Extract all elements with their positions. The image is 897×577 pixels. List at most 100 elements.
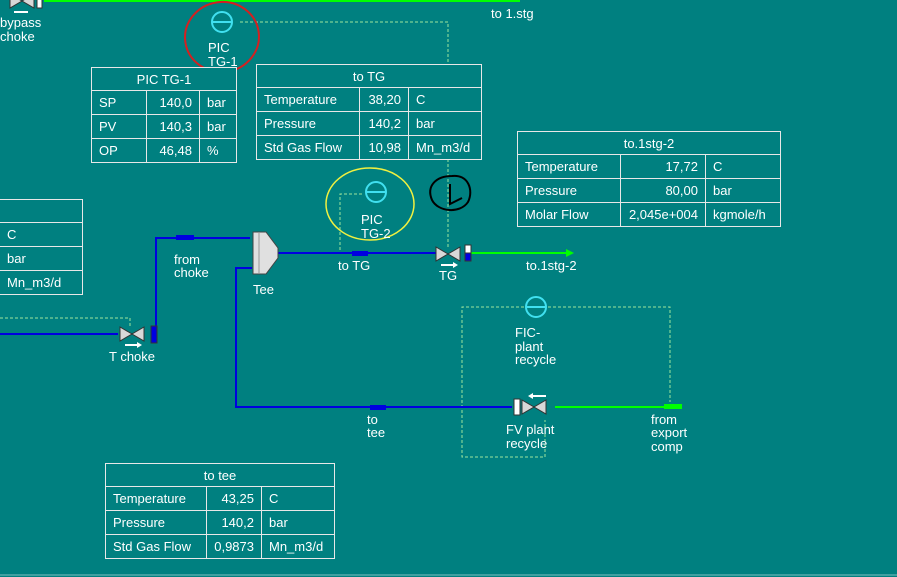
table-row[interactable]: Std Gas Flow 10,98 Mn_m3/d <box>256 135 482 160</box>
to-1stg-label: to 1.stg <box>491 6 534 21</box>
row-value: 10,98 <box>359 135 409 160</box>
pic-tg1-table[interactable]: PIC TG-1 SP 140,0 bar PV 140,3 bar OP 46… <box>91 67 237 163</box>
bypass-choke-label-2: choke <box>0 29 35 44</box>
row-unit: bar <box>408 111 482 136</box>
from-choke-label-2: choke <box>174 265 209 280</box>
row-name: Pressure <box>105 510 207 535</box>
row-value: 80,00 <box>620 178 706 203</box>
to-tee-table[interactable]: to tee Temperature 43,25 C Pressure 140,… <box>105 463 335 559</box>
signal-pic-tg1 <box>240 21 449 248</box>
table-row[interactable]: Mn_m3/d <box>0 270 83 295</box>
table-row[interactable]: Std Gas Flow 0,9873 Mn_m3/d <box>105 534 335 559</box>
table-row[interactable]: Pressure 80,00 bar <box>517 178 781 203</box>
to-1stg2-stream-label: to.1stg-2 <box>526 258 577 273</box>
fic-label-1: FIC- <box>515 325 541 340</box>
from-export-label-1: from <box>651 412 677 427</box>
row-value: 46,48 <box>146 138 200 163</box>
row-value: 140,3 <box>146 114 200 139</box>
from-choke-label-1: from <box>174 252 200 267</box>
row-value: 17,72 <box>620 154 706 179</box>
stream-to-tee[interactable] <box>235 267 512 408</box>
fv-plant-recycle-valve-icon[interactable] <box>513 393 547 416</box>
signal-fic-loop-left <box>461 306 546 458</box>
row-unit: C <box>261 486 335 511</box>
row-name: SP <box>91 90 147 115</box>
row-unit: bar <box>261 510 335 535</box>
to-1stg2-table-title: to.1stg-2 <box>517 131 781 155</box>
row-value: 140,2 <box>359 111 409 136</box>
fic-plant-recycle-controller-icon[interactable] <box>525 296 547 318</box>
row-name: Molar Flow <box>517 202 621 227</box>
pic-tg1-label-1: PIC <box>208 40 230 55</box>
row-unit: bar <box>0 246 83 271</box>
to-tg-table[interactable]: to TG Temperature 38,20 C Pressure 140,2… <box>256 64 482 160</box>
table-row[interactable]: Molar Flow 2,045e+004 kgmole/h <box>517 202 781 227</box>
row-value: 38,20 <box>359 87 409 112</box>
t-choke-valve-icon[interactable] <box>119 325 158 348</box>
tg-valve-label: TG <box>439 268 458 283</box>
fv-label-1: FV plant <box>506 422 555 437</box>
table-row[interactable]: Pressure 140,2 bar <box>256 111 482 136</box>
bypass-choke-valve-icon[interactable] <box>9 0 43 13</box>
partial-stream-table[interactable]: C bar Mn_m3/d <box>0 199 83 295</box>
pic-tg1-controller-icon[interactable] <box>211 11 233 33</box>
pic-tg1-label-2: TG-1 <box>208 54 238 69</box>
to-tee-label-2: tee <box>367 425 386 440</box>
row-value: 2,045e+004 <box>620 202 706 227</box>
pic-tg1-table-title: PIC TG-1 <box>91 67 237 91</box>
row-name: Pressure <box>517 178 621 203</box>
row-name: Temperature <box>256 87 360 112</box>
row-value: 43,25 <box>206 486 262 511</box>
to-tee-table-title: to tee <box>105 463 335 487</box>
row-name: Temperature <box>105 486 207 511</box>
row-unit: bar <box>705 178 781 203</box>
table-row[interactable]: Pressure 140,2 bar <box>105 510 335 535</box>
table-row[interactable]: Temperature 43,25 C <box>105 486 335 511</box>
t-choke-label: T choke <box>109 349 156 364</box>
row-unit: C <box>705 154 781 179</box>
fic-label-2: plant <box>515 339 544 354</box>
tee-label: Tee <box>253 282 274 297</box>
row-name: Std Gas Flow <box>105 534 207 559</box>
to-1stg2-table[interactable]: to.1stg-2 Temperature 17,72 C Pressure 8… <box>517 131 781 227</box>
row-unit: Mn_m3/d <box>408 135 482 160</box>
fv-label-2: recycle <box>506 436 548 451</box>
signal-fic-loop <box>548 306 671 402</box>
row-unit: bar <box>199 114 237 139</box>
from-export-label-3: comp <box>651 439 683 454</box>
signal-pic-tg2 <box>339 193 362 254</box>
row-unit: Mn_m3/d <box>0 270 83 295</box>
table-row[interactable]: PV 140,3 bar <box>91 114 237 139</box>
tg-valve-icon[interactable] <box>435 244 472 268</box>
row-name: Pressure <box>256 111 360 136</box>
to-tg-table-title: to TG <box>256 64 482 88</box>
row-unit: bar <box>199 90 237 115</box>
row-unit: % <box>199 138 237 163</box>
row-unit: kgmole/h <box>705 202 781 227</box>
pic-tg2-controller-icon[interactable] <box>365 181 387 203</box>
table-row[interactable]: Temperature 17,72 C <box>517 154 781 179</box>
row-name: OP <box>91 138 147 163</box>
bypass-choke-label-1: bypass <box>0 15 42 30</box>
row-value: 140,2 <box>206 510 262 535</box>
table-row[interactable]: SP 140,0 bar <box>91 90 237 115</box>
row-value: 0,9873 <box>206 534 262 559</box>
row-value: 140,0 <box>146 90 200 115</box>
table-row[interactable]: C <box>0 222 83 247</box>
to-tg-stream-label: to TG <box>338 258 371 273</box>
fic-label-3: recycle <box>515 352 557 367</box>
row-unit: C <box>408 87 482 112</box>
from-export-label-2: export <box>651 425 688 440</box>
table-row[interactable]: Temperature 38,20 C <box>256 87 482 112</box>
row-unit: C <box>0 222 83 247</box>
stream-from-choke[interactable] <box>155 237 250 334</box>
tee-mixer-icon[interactable] <box>252 231 279 275</box>
pic-tg2-label-2: TG-2 <box>361 226 391 241</box>
yellow-annotation-circle <box>325 167 415 241</box>
row-name: Temperature <box>517 154 621 179</box>
table-row[interactable]: bar <box>0 246 83 271</box>
row-unit: Mn_m3/d <box>261 534 335 559</box>
partial-table-title <box>0 199 83 223</box>
table-row[interactable]: OP 46,48 % <box>91 138 237 163</box>
